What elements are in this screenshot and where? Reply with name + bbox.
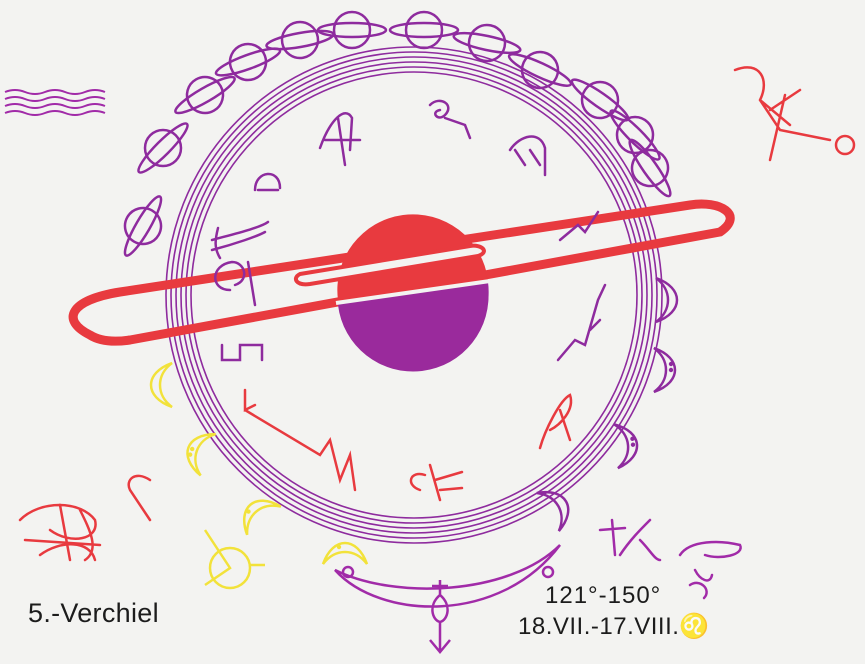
sigil-lower-right-a-icon <box>600 520 660 560</box>
ringed-planet-icon <box>390 12 458 48</box>
ringed-planet-icon <box>126 111 200 185</box>
sigil-top-c-icon <box>510 136 545 175</box>
aquarius-waves-icon <box>5 90 105 115</box>
ringed-planet-icon <box>598 98 672 172</box>
sun-planet-icon <box>296 214 490 371</box>
sigil-left-a-icon <box>255 174 280 190</box>
angel-name: 5.-Verchiel <box>28 598 159 629</box>
ringed-planet-icon <box>318 12 386 48</box>
sigil-top-right-icon <box>735 67 830 160</box>
sigil-red-right-icon <box>540 395 571 448</box>
sigil-left-b-icon <box>212 222 268 258</box>
sigil-left-hook-icon <box>129 476 150 520</box>
crescent-moon-icon <box>151 363 172 407</box>
crescent-moon-icon <box>234 490 281 534</box>
crescent-moon-icon <box>181 427 216 476</box>
yellow-sigil-icon <box>205 530 265 588</box>
ringed-planet-icon <box>110 188 175 265</box>
crescent-moon-icon <box>656 278 677 322</box>
sigil-left-c-icon <box>215 262 255 305</box>
sigil-left-d-icon <box>222 345 262 360</box>
sigil-lower-right-b-icon <box>680 542 741 580</box>
sigil-lower-right-c-icon <box>690 583 707 598</box>
sigil-top-a-icon <box>320 113 360 165</box>
sigil-top-b-icon <box>430 101 470 138</box>
crescent-moon-icon <box>614 422 639 468</box>
ringed-planet-icon <box>502 39 579 100</box>
crescent-moon-icon <box>323 543 367 564</box>
degree-range: 121°-150° <box>545 582 661 610</box>
sigil-right-b-icon <box>558 285 605 360</box>
date-range: 18.VII.-17.VIII.♌ <box>518 612 710 641</box>
sigil-red-bottom-icon <box>411 465 462 500</box>
crescent-moon-icon <box>654 348 675 392</box>
sigil-knot-icon <box>20 505 100 560</box>
ringed-planet-icon <box>210 33 286 90</box>
sigil-red-lower-left-icon <box>245 390 355 490</box>
